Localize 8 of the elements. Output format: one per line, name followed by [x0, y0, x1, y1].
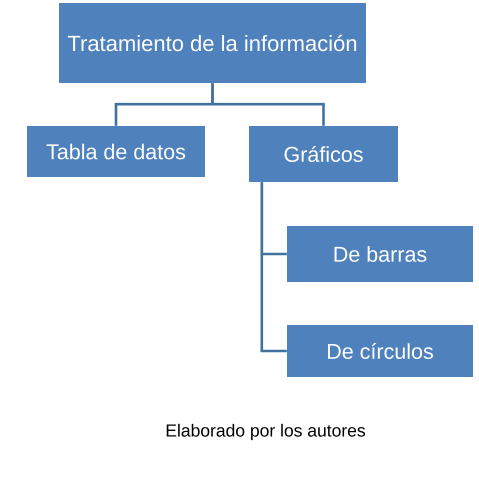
- process-box: Tratamiento de la información: [59, 3, 366, 83]
- process-box: Gráficos: [249, 126, 398, 182]
- connector-line: [211, 83, 325, 126]
- process-box: De barras: [287, 226, 473, 282]
- process-box: De círculos: [287, 325, 473, 377]
- process-box: Tabla de datos: [27, 126, 205, 177]
- caption: Elaborado por los autores: [166, 424, 366, 440]
- connector-line: [260, 182, 287, 352]
